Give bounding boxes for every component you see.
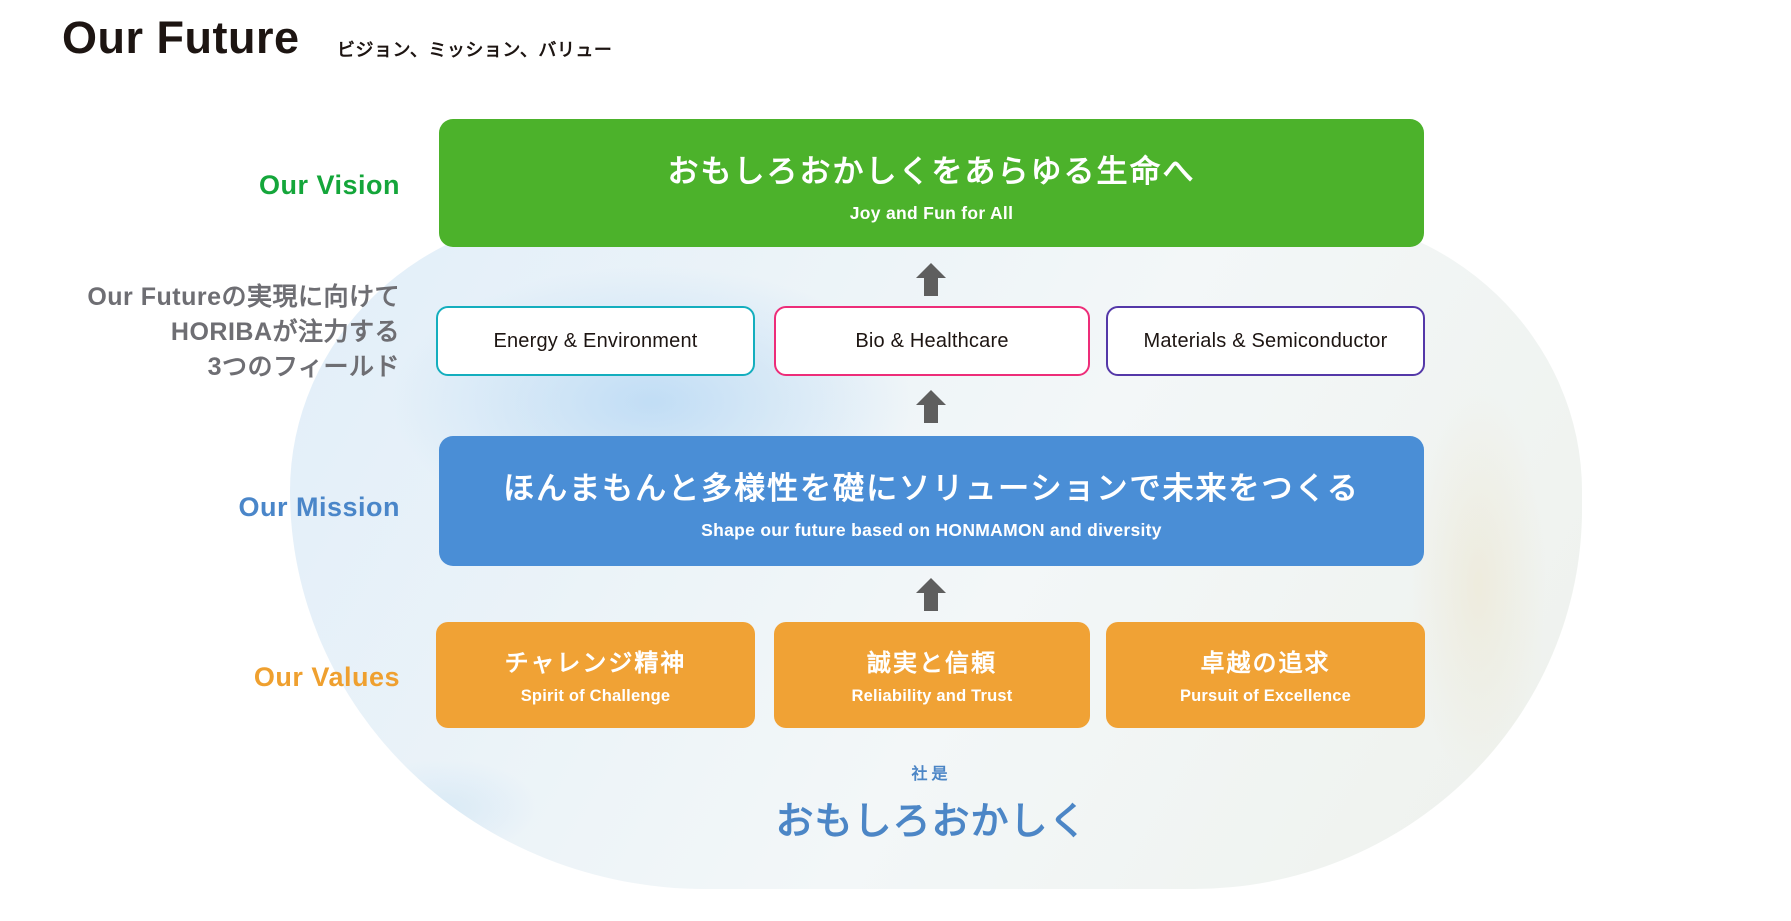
mission-row-label: Our Mission (238, 492, 400, 522)
field-box-label: Energy & Environment (493, 329, 698, 352)
fields-row-label: Our Futureの実現に向けて HORIBAが注力する 3つのフィールド (40, 280, 400, 385)
value-title-jp: 卓越の追求 (1200, 650, 1331, 677)
value-box-excellence: 卓越の追求 Pursuit of Excellence (1106, 622, 1425, 728)
value-box-challenge: チャレンジ精神 Spirit of Challenge (436, 622, 755, 728)
vision-row-label: Our Vision (258, 170, 400, 200)
page-title: Our Future (62, 12, 300, 63)
field-box-energy-environment: Energy & Environment (436, 306, 755, 376)
vision-title-en: Joy and Fun for All (849, 203, 1014, 223)
fields-label-line-3: 3つのフィールド (207, 353, 400, 381)
value-title-jp: チャレンジ精神 (504, 650, 687, 677)
vision-title-jp: おもしろおかしくをあらゆる生命へ (667, 154, 1196, 189)
value-title-jp: 誠実と信頼 (867, 650, 997, 677)
value-title-en: Spirit of Challenge (520, 687, 671, 705)
up-arrow-head (916, 390, 946, 405)
motto-text: おもしろおかしく (775, 798, 1088, 843)
mission-title-jp: ほんまもんと多様性を礎にソリューションで未来をつくる (503, 471, 1360, 506)
up-arrow-stem (924, 593, 938, 611)
field-box-label: Bio & Healthcare (855, 329, 1009, 352)
fields-label-line-2: HORIBAが注力する (170, 318, 400, 346)
up-arrow-stem (924, 278, 938, 296)
field-box-bio-healthcare: Bio & Healthcare (774, 306, 1090, 376)
values-row-label: Our Values (253, 662, 400, 692)
up-arrow-icon (916, 578, 946, 611)
value-title-en: Reliability and Trust (851, 687, 1013, 705)
up-arrow-head (916, 578, 946, 593)
page-subtitle: ビジョン、ミッション、バリュー (337, 40, 613, 60)
fields-label-line-1: Our Futureの実現に向けて (87, 283, 400, 311)
up-arrow-icon (916, 263, 946, 296)
vision-banner: おもしろおかしくをあらゆる生命へ Joy and Fun for All (439, 119, 1424, 247)
up-arrow-head (916, 263, 946, 278)
mission-title-en: Shape our future based on HONMAMON and d… (701, 520, 1162, 540)
up-arrow-icon (916, 390, 946, 423)
value-title-en: Pursuit of Excellence (1179, 687, 1352, 705)
field-box-label: Materials & Semiconductor (1143, 329, 1388, 352)
value-box-reliability: 誠実と信頼 Reliability and Trust (774, 622, 1090, 728)
field-box-materials-semiconductor: Materials & Semiconductor (1106, 306, 1425, 376)
motto-label: 社是 (911, 766, 952, 783)
up-arrow-stem (924, 405, 938, 423)
mission-banner: ほんまもんと多様性を礎にソリューションで未来をつくる Shape our fut… (439, 436, 1424, 566)
